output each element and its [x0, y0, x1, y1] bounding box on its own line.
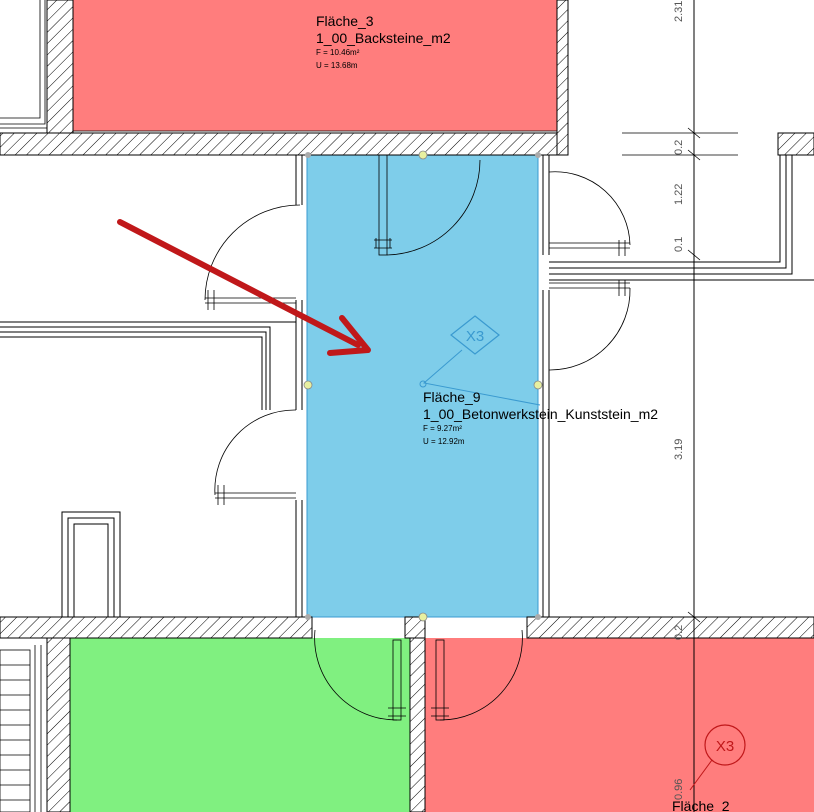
- svg-text:1_00_Backsteine_m2: 1_00_Backsteine_m2: [316, 30, 451, 46]
- door-bottom-left[interactable]: [314, 629, 406, 721]
- wall-top-horizontal: [0, 132, 569, 156]
- brick-pattern: [0, 645, 42, 812]
- door-right-lower[interactable]: [548, 280, 631, 371]
- dim-label-7: 0.96: [673, 779, 685, 800]
- wall-top-left-vertical: [46, 0, 74, 156]
- svg-text:F = 9.27m²: F = 9.27m²: [423, 424, 462, 433]
- svg-text:X3: X3: [716, 738, 734, 755]
- wall-bottom-left: [0, 616, 313, 639]
- door-right-upper[interactable]: [548, 171, 631, 256]
- label-flaeche-2: Fläche_2: [672, 798, 730, 812]
- dim-label-5: 3.19: [673, 439, 685, 460]
- corner-handles[interactable]: [305, 152, 541, 620]
- label-flaeche-9: Fläche_9 1_00_Betonwerkstein_Kunststein_…: [423, 389, 658, 446]
- wall-top-right-vertical: [556, 0, 569, 156]
- area-green-fill[interactable]: [70, 638, 410, 812]
- selection-handles[interactable]: [303, 150, 543, 622]
- svg-text:1_00_Betonwerkstein_Kunststein: 1_00_Betonwerkstein_Kunststein_m2: [423, 406, 658, 422]
- svg-text:Fläche_3: Fläche_3: [316, 13, 374, 29]
- dim-label-3: 1.22: [673, 184, 685, 205]
- annotation-arrow: [117, 219, 371, 356]
- area-flaeche-2-fill[interactable]: [425, 638, 814, 812]
- wall-bottom-vertical: [409, 637, 426, 812]
- corridor-right-wall: [542, 155, 550, 617]
- frame-top-left: [0, 0, 47, 129]
- svg-text:U = 12.92m: U = 12.92m: [423, 437, 465, 446]
- svg-text:X3: X3: [466, 328, 484, 345]
- wall-far-right-top: [777, 132, 814, 156]
- dim-label-2: 0.2: [673, 140, 685, 155]
- wall-bottom-right: [526, 616, 814, 639]
- door-left-upper[interactable]: [204, 204, 301, 310]
- dim-label-4: 0.1: [673, 237, 685, 252]
- label-flaeche-3: Fläche_3 1_00_Backsteine_m2 F = 10.46m² …: [316, 13, 451, 70]
- svg-text:Fläche_9: Fläche_9: [423, 389, 481, 405]
- area-flaeche-9-fill[interactable]: [306, 154, 539, 618]
- door-top[interactable]: [374, 154, 481, 256]
- door-bottom-right[interactable]: [431, 629, 523, 721]
- dim-label-6: 0.2: [673, 625, 685, 640]
- x3-tag-flaeche-2[interactable]: X3: [689, 724, 746, 791]
- dim-label-1: 2.31: [673, 1, 685, 22]
- svg-text:F = 10.46m²: F = 10.46m²: [316, 48, 360, 57]
- door-left-lower[interactable]: [214, 409, 297, 505]
- wall-bottom-left-vertical: [46, 637, 71, 812]
- area-flaeche-3-fill[interactable]: [73, 0, 557, 131]
- left-room-wall: [0, 321, 296, 410]
- corridor-left-wall: [295, 155, 303, 617]
- svg-text:Fläche_2: Fläche_2: [672, 798, 730, 812]
- dimension-ticks: [622, 127, 738, 623]
- right-room-wall: [549, 155, 814, 281]
- x3-tag-flaeche-9[interactable]: X3: [419, 315, 541, 406]
- svg-text:U = 13.68m: U = 13.68m: [316, 61, 358, 70]
- door-frame-lower-left: [61, 511, 121, 617]
